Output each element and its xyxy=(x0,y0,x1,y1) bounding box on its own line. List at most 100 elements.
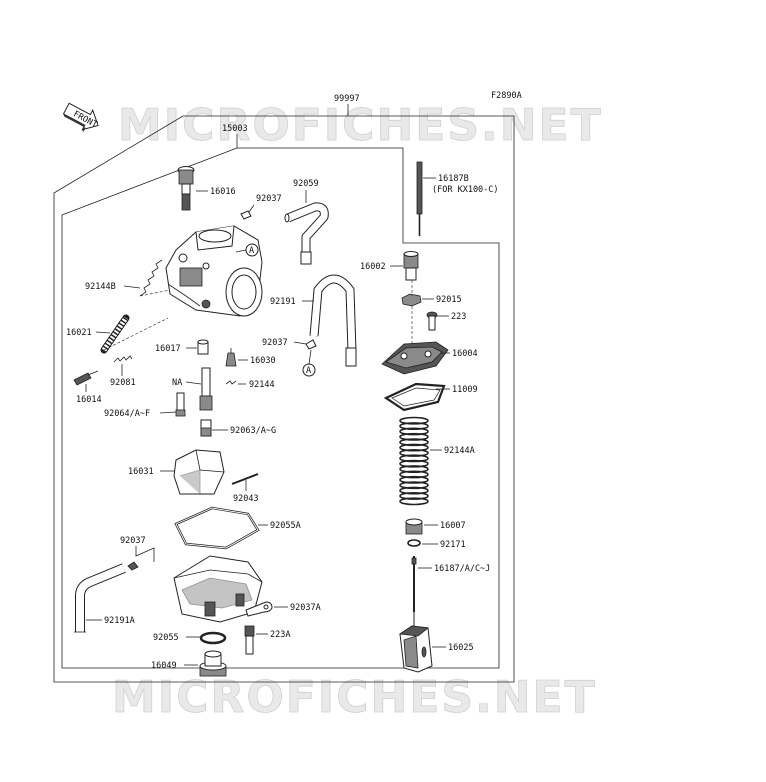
part-16187b xyxy=(416,161,423,236)
label-16016: 16016 xyxy=(210,187,236,197)
part-92191 xyxy=(309,274,357,367)
spring-coil xyxy=(399,432,429,441)
part-16004 xyxy=(381,341,449,375)
spring-coil xyxy=(399,491,429,500)
callout-a-circle-2 xyxy=(302,363,316,377)
spring-coil xyxy=(399,497,429,506)
part-carburetor-body xyxy=(165,225,263,317)
spring-coil xyxy=(399,443,429,452)
part-223a xyxy=(244,625,255,655)
part-92015 xyxy=(401,293,422,307)
label-92037-mid: 92037 xyxy=(262,338,288,348)
part-92037-low xyxy=(127,561,139,571)
label-92037-low: 92037 xyxy=(120,536,146,546)
label-92191a: 92191A xyxy=(104,616,135,626)
part-16049 xyxy=(199,650,227,677)
label-16017: 16017 xyxy=(155,344,181,354)
label-16004: 16004 xyxy=(452,349,478,359)
label-92144b: 92144B xyxy=(85,282,116,292)
label-na: NA xyxy=(172,378,182,388)
spring-coil xyxy=(399,416,429,425)
label-16014: 16014 xyxy=(76,395,102,405)
callout-a-1: A xyxy=(249,246,254,256)
part-92059 xyxy=(284,202,329,265)
part-16007 xyxy=(405,518,423,535)
part-92144a xyxy=(399,416,429,506)
label-92059: 92059 xyxy=(293,179,319,189)
watermark-top: MICROFICHES.NET xyxy=(118,100,603,151)
label-92081: 92081 xyxy=(110,378,136,388)
spring-coil xyxy=(399,438,429,447)
part-92144 xyxy=(225,380,237,385)
label-92171: 92171 xyxy=(440,540,466,550)
spring-coil xyxy=(399,427,429,436)
label-92063: 92063/A~G xyxy=(230,426,276,436)
part-16002 xyxy=(403,251,419,281)
part-16187 xyxy=(411,556,417,626)
callout-a-circle-1 xyxy=(245,243,259,257)
label-92064: 92064/A~F xyxy=(104,409,150,419)
spring-coil xyxy=(399,481,429,490)
diagram-code: F2890A xyxy=(491,91,522,101)
label-16021: 16021 xyxy=(66,328,92,338)
label-16002: 16002 xyxy=(360,262,386,272)
watermark-bottom: MICROFICHES.NET xyxy=(112,672,597,723)
part-16021 xyxy=(100,314,130,354)
spring-coil xyxy=(399,486,429,495)
spring-coil xyxy=(399,422,429,431)
spring-coil xyxy=(399,459,429,468)
label-11009: 11009 xyxy=(452,385,478,395)
assembly-outline-99997 xyxy=(53,115,515,683)
part-92037-top xyxy=(240,210,252,220)
label-223: 223 xyxy=(451,312,466,322)
label-15003: 15003 xyxy=(222,124,248,134)
part-16025 xyxy=(398,625,433,673)
spring-coil xyxy=(399,454,429,463)
part-92064 xyxy=(175,392,186,417)
part-16031 xyxy=(173,449,225,495)
front-arrow-icon xyxy=(62,102,99,133)
label-92037a: 92037A xyxy=(290,603,321,613)
label-16031: 16031 xyxy=(128,467,154,477)
part-float-bowl xyxy=(173,555,263,623)
label-92055a: 92055A xyxy=(270,521,301,531)
label-92144a: 92144A xyxy=(444,446,475,456)
label-92191: 92191 xyxy=(270,297,296,307)
part-92043 xyxy=(231,473,259,485)
part-92171 xyxy=(407,539,421,547)
label-16030: 16030 xyxy=(250,356,276,366)
label-16187b-note: (FOR KX100-C) xyxy=(432,185,499,195)
label-16187: 16187/A/C~J xyxy=(434,564,490,574)
spring-coil xyxy=(399,465,429,474)
spring-coil xyxy=(399,475,429,484)
label-99997: 99997 xyxy=(334,94,360,104)
part-16017 xyxy=(197,339,209,355)
label-16049: 16049 xyxy=(151,661,177,671)
part-92055a xyxy=(174,506,260,550)
part-92081 xyxy=(113,355,133,363)
callout-a-2: A xyxy=(306,366,311,376)
part-92037-mid xyxy=(305,339,317,350)
part-92191a xyxy=(74,563,126,633)
label-92055: 92055 xyxy=(153,633,179,643)
label-92144: 92144 xyxy=(249,380,275,390)
part-223 xyxy=(426,311,438,331)
part-11009 xyxy=(383,382,446,412)
assembly-outline-15003 xyxy=(61,147,500,669)
label-92043: 92043 xyxy=(233,494,259,504)
part-16030 xyxy=(225,348,237,367)
part-92063 xyxy=(200,419,212,437)
part-16014 xyxy=(73,370,99,386)
label-92015: 92015 xyxy=(436,295,462,305)
label-16007: 16007 xyxy=(440,521,466,531)
label-16025: 16025 xyxy=(448,643,474,653)
label-223a: 223A xyxy=(270,630,290,640)
spring-coil xyxy=(399,470,429,479)
part-jet-holder xyxy=(199,367,213,411)
label-92037-top: 92037 xyxy=(256,194,282,204)
part-92144b xyxy=(139,259,163,297)
part-92037a xyxy=(245,601,273,617)
label-16187b: 16187B xyxy=(438,174,469,184)
part-92055 xyxy=(199,631,227,645)
